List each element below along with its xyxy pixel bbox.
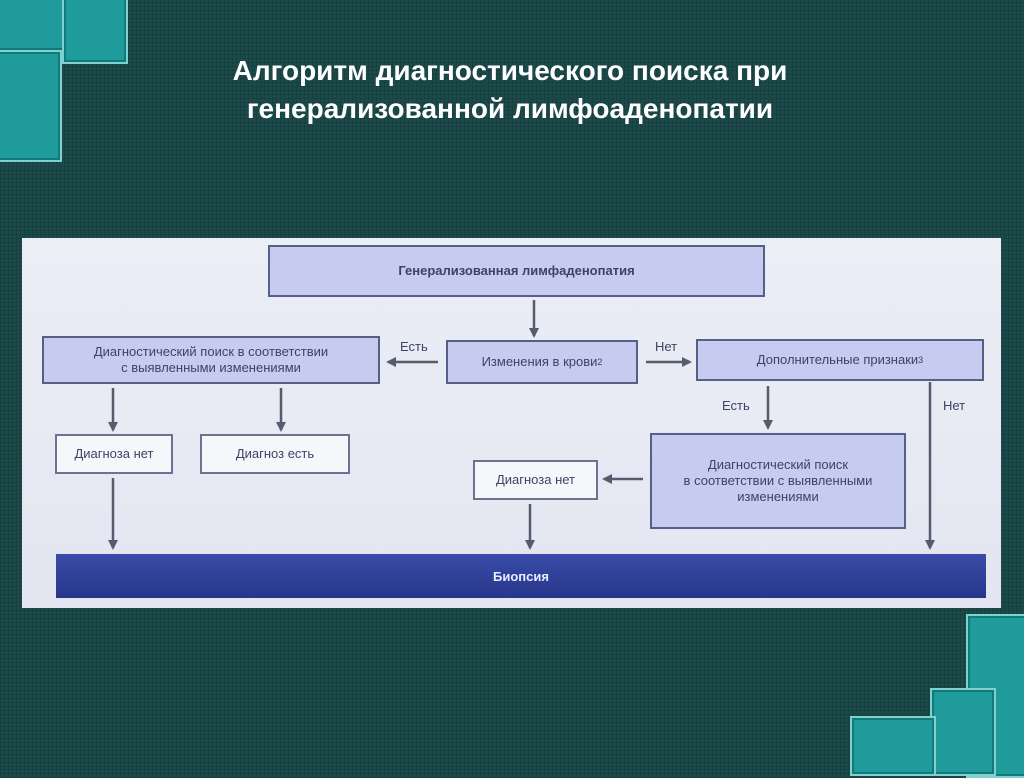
edge-label-no-right: Нет xyxy=(655,339,678,354)
node-no-diagnosis-left: Диагноза нет xyxy=(55,434,173,474)
node-label: изменениями xyxy=(737,489,819,504)
edge-label-yes-left: Есть xyxy=(400,339,428,354)
title-line-1: Алгоритм диагностического поиска при xyxy=(232,55,788,86)
corner-decoration xyxy=(930,688,996,776)
node-generalized-lymphadenopathy: Генерализованная лимфаденопатия xyxy=(268,245,765,297)
node-biopsy: Биопсия xyxy=(56,554,986,598)
footnote-marker: 2 xyxy=(597,357,603,367)
corner-decoration xyxy=(62,0,128,64)
node-no-diagnosis-middle: Диагноза нет xyxy=(473,460,598,500)
node-label: Биопсия xyxy=(493,568,549,584)
diagram-panel xyxy=(22,238,1001,608)
node-label: Диагноз есть xyxy=(235,446,315,461)
page-title: Алгоритм диагностического поиска при ген… xyxy=(130,52,890,128)
node-label: Диагноза нет xyxy=(74,446,154,461)
edge-label-no-down: Нет xyxy=(943,398,966,413)
footnote-marker: 3 xyxy=(918,355,924,365)
corner-decoration xyxy=(0,50,62,162)
node-label: Диагностический поиск xyxy=(707,457,849,472)
node-label: с выявленными изменениями xyxy=(121,360,301,375)
node-diagnostic-search-right: Диагностический поиск в соответствии с в… xyxy=(650,433,906,529)
node-label: Дополнительные признаки xyxy=(756,352,919,367)
node-label: Диагностический поиск в соответствии xyxy=(93,344,329,359)
corner-decoration xyxy=(850,716,936,776)
node-diagnosis-found: Диагноз есть xyxy=(200,434,350,474)
node-label: Генерализованная лимфаденопатия xyxy=(398,263,635,278)
node-diagnostic-search-left: Диагностический поиск в соответствии с в… xyxy=(42,336,380,384)
title-line-2: генерализованной лимфоаденопатии xyxy=(246,93,774,124)
node-label: Диагноза нет xyxy=(495,472,576,487)
edge-label-yes-down: Есть xyxy=(722,398,750,413)
node-label: в соответствии с выявленными xyxy=(683,473,873,488)
node-label: Изменения в крови xyxy=(481,354,598,369)
